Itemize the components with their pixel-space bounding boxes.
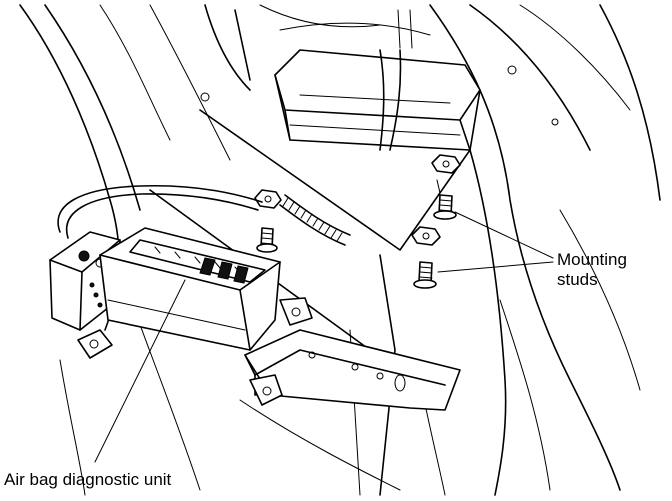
upper-module: [274, 9, 481, 151]
body-panel-contours: [19, 4, 661, 496]
connector-cable: [57, 184, 263, 239]
mounting-studs-label-line1: Mounting: [557, 250, 627, 269]
diagnostic-unit-leader: [94, 279, 186, 463]
mounting-studs-leaders: [437, 211, 554, 273]
diagnostic-unit: [49, 227, 313, 359]
unit-stud: [254, 189, 282, 253]
mounting-strap: [244, 329, 461, 411]
diagnostic-unit-label: Air bag diagnostic unit: [4, 470, 172, 489]
mounting-studs-label-line2: studs: [557, 270, 598, 289]
mounting-studs-label: Mounting studs: [557, 250, 627, 290]
mounting-studs-right: [411, 154, 461, 289]
wiring-harness: [279, 194, 351, 246]
